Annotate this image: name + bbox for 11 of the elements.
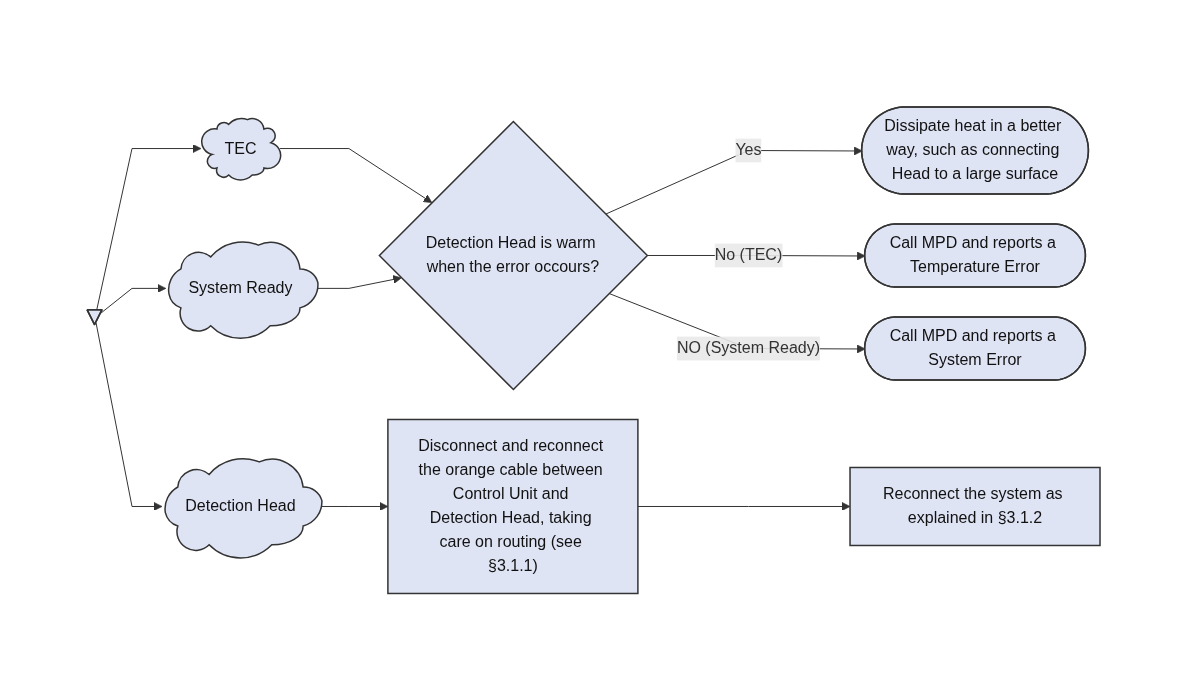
arrow — [100, 283, 167, 314]
edge-label: NO (System Ready) — [676, 339, 821, 357]
arrow — [279, 147, 433, 203]
node-box: Disconnect and reconnect the orange cable between Control Unit and Detection Head, taking care on routing (see §3.1.1) — [387, 418, 639, 594]
node-diamond: Detection Head is warm when the error occours? — [378, 120, 649, 391]
edge-label: No (TEC) — [714, 246, 783, 264]
arrow — [95, 322, 163, 511]
node-box: Reconnect the system as explained in §3.1.2 — [849, 466, 1101, 546]
edge-label: Yes — [735, 141, 762, 159]
arrow — [96, 143, 202, 311]
arrow — [637, 501, 851, 511]
